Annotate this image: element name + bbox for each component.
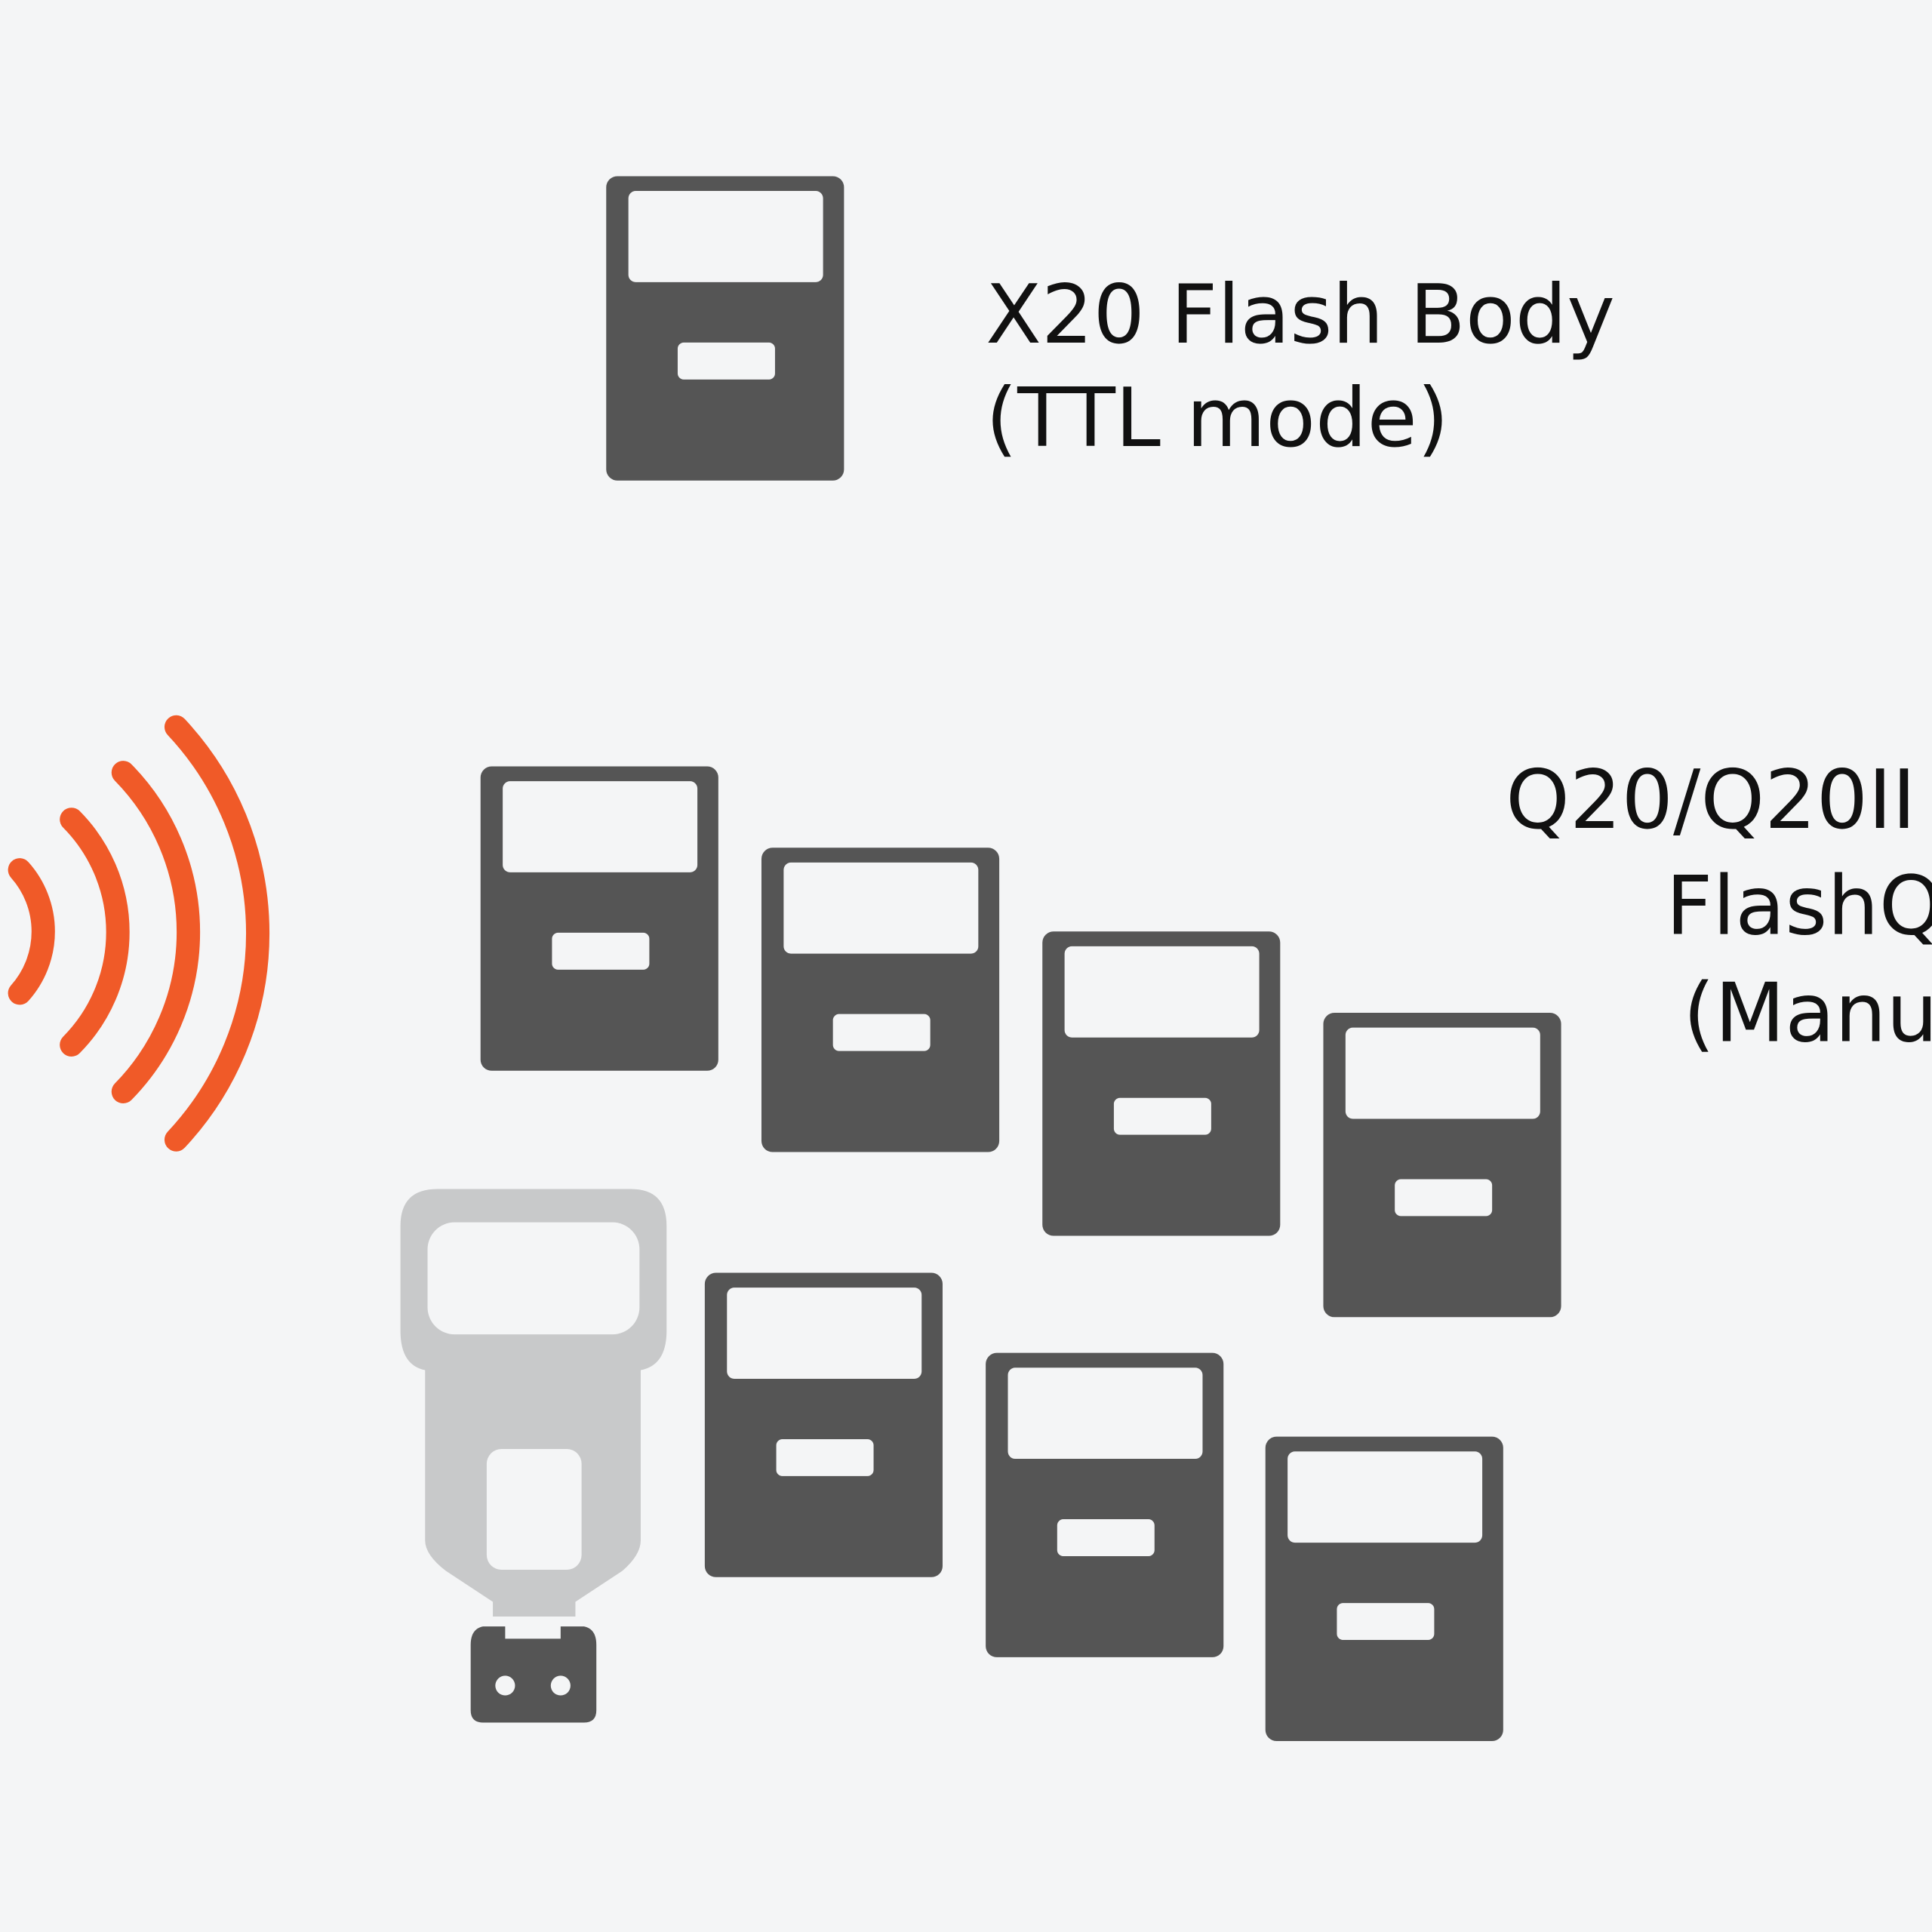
q20-flash-icon (1323, 1013, 1561, 1318)
q20-label-line1: Q20/Q20II (1506, 753, 1916, 848)
wireless-signal-icon (8, 715, 269, 1152)
x20-flash-body-icon (606, 176, 844, 481)
q20-flash-icon (704, 1272, 943, 1577)
x20-label-line1: X20 Flash Body (986, 268, 1615, 362)
q20-flash-icon (986, 1352, 1224, 1657)
q20-flash-icon (761, 848, 1000, 1152)
q20-flash-icon (1265, 1436, 1503, 1741)
q20-flash-icon (480, 766, 718, 1071)
q20-flash-icon (1042, 931, 1281, 1236)
q20-label-line3: (Manual (1683, 967, 1932, 1061)
q20-label-line2: FlashQ (1666, 860, 1932, 954)
speedlight-icon (400, 1189, 667, 1723)
x20-label-line2: (TTL mode) (986, 371, 1449, 466)
